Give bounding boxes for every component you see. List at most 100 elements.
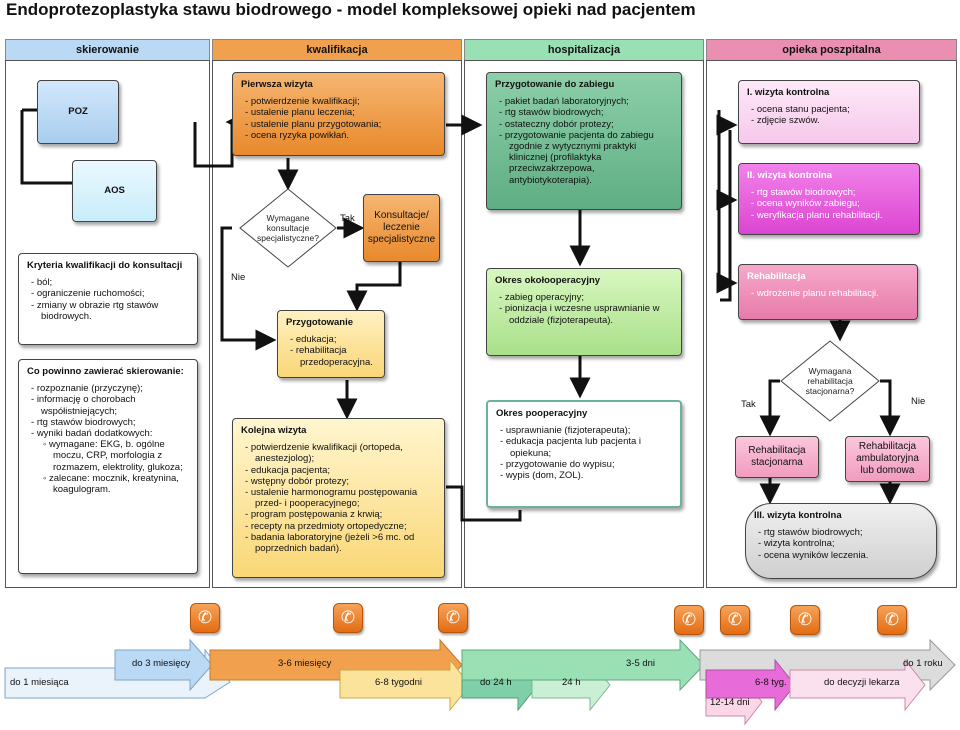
pierwsza-item: ocena ryzyka powikłań. — [241, 130, 436, 141]
wizyta2-item: weryfikacja planu rehabilitacji. — [747, 210, 911, 221]
skierowanie-subitem: zalecane: mocznik, kreatynina, koagulogr… — [27, 473, 189, 495]
kolejna-item: ustalenie harmonogramu postępowania prze… — [241, 487, 436, 509]
pierwsza-item: potwierdzenie kwalifikacji; — [241, 96, 436, 107]
poop-item: edukacja pacjenta lub pacjenta i opiekun… — [496, 436, 672, 458]
wizyta1-item: ocena stanu pacjenta; — [747, 104, 911, 115]
pierwsza-title: Pierwsza wizyta — [241, 79, 313, 90]
label-nie-1: Nie — [231, 272, 246, 283]
timeline-label: do 3 miesięcy — [132, 658, 191, 669]
wizyta3-title: III. wizyta kontrolna — [754, 510, 842, 521]
box-okres-pooperacyjny: Okres pooperacyjny usprawnianie (fizjote… — [486, 400, 682, 508]
timeline-label: do 24 h — [480, 677, 512, 688]
decision-diamond-shape-2 — [780, 340, 880, 422]
phone-icon: ✆ — [333, 603, 363, 633]
skierowanie-item: wyniki badań dodatkowych: — [27, 428, 189, 439]
skierowanie-title: Co powinno zawierać skierowanie: — [27, 366, 184, 377]
box-kryteria: Kryteria kwalifikacji do konsultacji ból… — [18, 253, 198, 345]
skierowanie-subitem: wymagane: EKG, b. ogólne moczu, CRP, mor… — [27, 439, 189, 473]
timeline-label: 6-8 tyg. — [755, 677, 787, 688]
label-tak-1: Tak — [340, 213, 355, 224]
przygotowanie-item: rehabilitacja przedoperacyjna. — [286, 345, 376, 367]
wizyta2-title: II. wizyta kontrolna — [747, 170, 832, 181]
kolejna-item: badania laboratoryjne (jeżeli >6 mc. od … — [241, 532, 436, 554]
skierowanie-item: rtg stawów biodrowych; — [27, 417, 189, 428]
kolejna-item: recepty na przedmioty ortopedyczne; — [241, 521, 436, 532]
przygotowanie-item: edukacja; — [286, 334, 376, 345]
wizyta1-item: zdjęcie szwów. — [747, 115, 911, 126]
poop-item: usprawnianie (fizjoterapeuta); — [496, 425, 672, 436]
wizyta3-item: ocena wyników leczenia. — [754, 550, 928, 561]
decision-rehabilitacja: Wymagana rehabilitacja stacjonarna? — [780, 340, 880, 422]
box-pierwsza-wizyta: Pierwsza wizyta potwierdzenie kwalifikac… — [232, 72, 445, 156]
wizyta2-item: rtg stawów biodrowych; — [747, 187, 911, 198]
kryteria-item: zmiany w obrazie rtg stawów biodrowych. — [27, 300, 189, 322]
timeline-label: 3-5 dni — [626, 658, 656, 669]
phone-icon: ✆ — [674, 605, 704, 635]
rehab-title: Rehabilitacja — [747, 271, 806, 282]
decision-diamond-shape — [239, 188, 337, 268]
box-rehab-stacjonarna: Rehabilitacja stacjonarna — [735, 436, 819, 478]
kolejna-item: edukacja pacjenta; — [241, 465, 436, 476]
phone-icon: ✆ — [720, 605, 750, 635]
kolejna-title: Kolejna wizyta — [241, 425, 307, 436]
timeline-label: 6-8 tygodni — [375, 677, 423, 688]
okolo-item: zabieg operacyjny; — [495, 292, 673, 303]
zabieg-item: przygotowanie pacjenta do zabiegu zgodni… — [495, 130, 673, 186]
box-przygotowanie: Przygotowanie edukacja; rehabilitacja pr… — [277, 310, 385, 378]
box-wizyta-3: III. wizyta kontrolna rtg stawów biodrow… — [745, 503, 937, 579]
kolejna-item: wstępny dobór protezy; — [241, 476, 436, 487]
wizyta1-title: I. wizyta kontrolna — [747, 87, 830, 98]
phone-icon: ✆ — [877, 605, 907, 635]
pierwsza-item: ustalenie planu przygotowania; — [241, 119, 436, 130]
timeline-label: 3-6 miesięcy — [278, 658, 332, 669]
box-poz: POZ — [37, 80, 119, 144]
kryteria-item: ból; — [27, 277, 189, 288]
box-wizyta-1: I. wizyta kontrolna ocena stanu pacjenta… — [738, 80, 920, 144]
box-przygotowanie-zabieg: Przygotowanie do zabiegu pakiet badań la… — [486, 72, 682, 210]
timeline-label: do 1 roku — [903, 658, 943, 669]
label-nie-2: Nie — [911, 396, 926, 407]
skierowanie-item: informację o chorobach współistniejących… — [27, 394, 189, 416]
timeline-label: 12-14 dni — [710, 697, 750, 708]
zabieg-item: ostateczny dobór protezy; — [495, 119, 673, 130]
poop-item: przygotowanie do wypisu; — [496, 459, 672, 470]
zabieg-item: rtg stawów biodrowych; — [495, 107, 673, 118]
pierwsza-item: ustalenie planu leczenia; — [241, 107, 436, 118]
label-tak-2: Tak — [741, 399, 756, 410]
timeline-label: do 1 miesiąca — [10, 677, 69, 688]
okolo-item: pionizacja i wczesne usprawnianie w oddz… — [495, 303, 673, 325]
box-rehab-ambulatoryjna: Rehabilitacja ambulatoryjna lub domowa — [845, 436, 930, 482]
decision-rehabilitacja-text: Wymagana rehabilitacja stacjonarna? — [805, 366, 855, 396]
box-okres-okolooperacyjny: Okres okołooperacyjny zabieg operacyjny;… — [486, 268, 682, 356]
phone-icon: ✆ — [790, 605, 820, 635]
page-title: Endoprotezoplastyka stawu biodrowego - m… — [6, 0, 696, 19]
wizyta2-item: ocena wyników zabiegu; — [747, 198, 911, 209]
decision-konsultacje-text: Wymagane konsultacje specjalistyczne? — [257, 213, 319, 243]
phone-icon: ✆ — [438, 603, 468, 633]
box-konsultacje: Konsultacje/ leczenie specjalistyczne — [363, 194, 440, 262]
wizyta3-item: wizyta kontrolna; — [754, 538, 928, 549]
rehab-item: wdrożenie planu rehabilitacji. — [747, 288, 909, 299]
skierowanie-item: rozpoznanie (przyczynę); — [27, 383, 189, 394]
poop-title: Okres pooperacyjny — [496, 408, 588, 419]
phone-icon: ✆ — [190, 603, 220, 633]
kryteria-item: ograniczenie ruchomości; — [27, 288, 189, 299]
przygotowanie-title: Przygotowanie — [286, 317, 354, 328]
wizyta3-item: rtg stawów biodrowych; — [754, 527, 928, 538]
box-rehabilitacja: Rehabilitacja wdrożenie planu rehabilita… — [738, 264, 918, 320]
decision-konsultacje: Wymagane konsultacje specjalistyczne? — [239, 188, 337, 268]
okolo-title: Okres okołooperacyjny — [495, 275, 601, 286]
kolejna-item: potwierdzenie kwalifikacji (ortopeda, an… — [241, 442, 436, 464]
box-wizyta-2: II. wizyta kontrolna rtg stawów biodrowy… — [738, 163, 920, 235]
zabieg-title: Przygotowanie do zabiegu — [495, 79, 615, 90]
box-aos: AOS — [72, 160, 157, 222]
timeline-label: do decyzji lekarza — [824, 677, 900, 688]
box-kolejna-wizyta: Kolejna wizyta potwierdzenie kwalifikacj… — [232, 418, 445, 578]
zabieg-item: pakiet badań laboratoryjnych; — [495, 96, 673, 107]
kryteria-title: Kryteria kwalifikacji do konsultacji — [27, 260, 183, 271]
kolejna-item: program postępowania z krwią; — [241, 509, 436, 520]
poop-item: wypis (dom, ZOL). — [496, 470, 672, 481]
box-skierowanie-zawartosc: Co powinno zawierać skierowanie: rozpozn… — [18, 359, 198, 574]
timeline-label: 24 h — [562, 677, 581, 688]
